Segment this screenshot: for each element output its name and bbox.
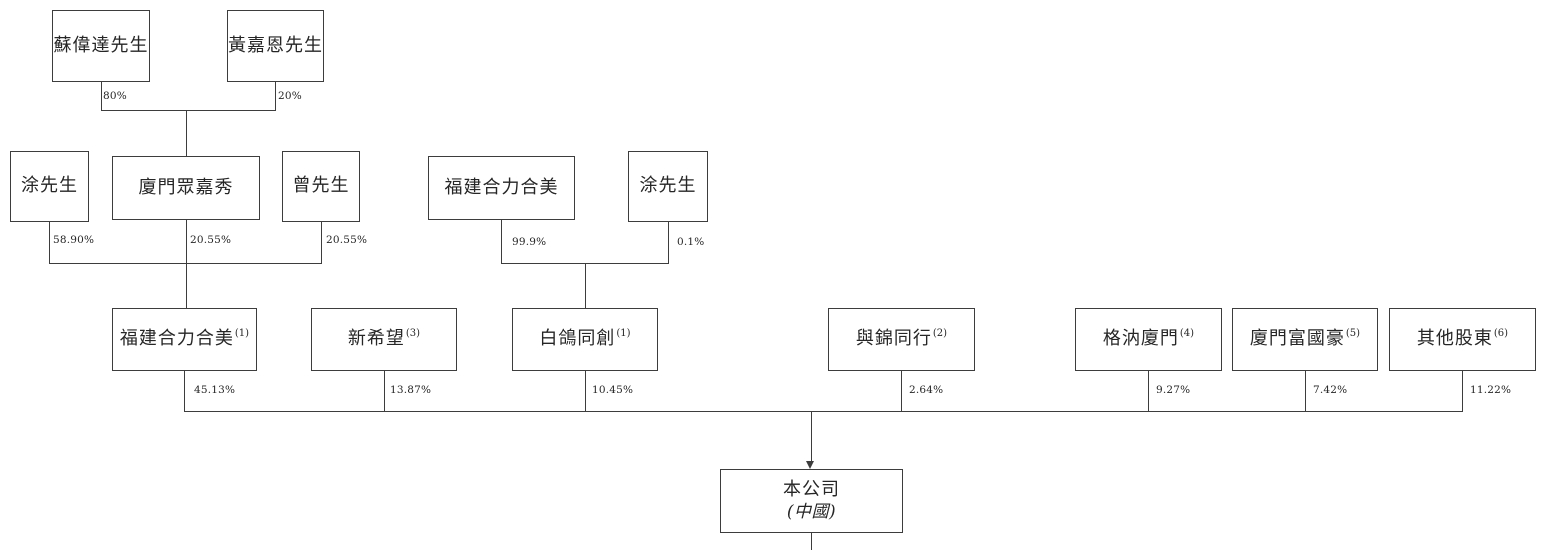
node-label: 本公司 [783, 479, 840, 501]
node-text: 廈門富國豪(5) [1250, 328, 1360, 351]
ownership-percentage: 7.42% [1313, 384, 1348, 396]
ownership-percentage: 11.22% [1470, 384, 1512, 396]
ownership-percentage: 0.1% [677, 236, 705, 248]
node-text: 福建合力合美 [445, 177, 559, 200]
connector-line-vertical [275, 82, 277, 110]
node-label: 涂先生 [21, 175, 78, 197]
node-other-shareholders: 其他股東(6) [1389, 308, 1536, 371]
ownership-percentage: 2.64% [909, 384, 944, 396]
node-text: 蘇偉達先生 [54, 35, 149, 58]
node-text: 與錦同行(2) [856, 328, 947, 351]
connector-line-vertical [1304, 371, 1306, 411]
footnote-superscript: (6) [1493, 328, 1509, 340]
node-yujin-tongxing: 與錦同行(2) [828, 308, 975, 371]
node-text: 其他股東(6) [1417, 328, 1508, 351]
node-huang-jiaen: 黃嘉恩先生 [227, 10, 324, 82]
node-label: 廈門富國豪 [1249, 328, 1345, 350]
footnote-superscript: (1) [234, 328, 250, 340]
connector-line-vertical [1148, 371, 1150, 411]
connector-line-vertical [49, 222, 51, 263]
node-gerui-xiamen: 格汭廈門(4) [1075, 308, 1222, 371]
node-text: 格汭廈門(4) [1103, 328, 1194, 351]
node-sublabel: (中國) [786, 501, 837, 522]
ownership-percentage: 13.87% [390, 384, 432, 396]
connector-line-horizontal [100, 110, 276, 112]
node-label: 蘇偉達先生 [53, 34, 149, 56]
connector-line-vertical [811, 411, 813, 462]
node-text: 黃嘉恩先生 [228, 35, 323, 58]
ownership-percentage: 99.9% [512, 236, 547, 248]
connector-line-horizontal [49, 263, 322, 265]
node-text: 福建合力合美(1) [120, 328, 249, 351]
connector-line-vertical [383, 371, 385, 411]
ownership-percentage: 58.90% [53, 234, 95, 246]
node-text: 新希望(3) [348, 328, 420, 351]
ownership-percentage: 20.55% [190, 234, 232, 246]
node-text: 涂先生 [21, 175, 78, 198]
node-text: 白鴿同創(1) [539, 328, 630, 351]
node-text: 涂先生 [640, 175, 697, 198]
node-text: 本公司(中國) [783, 479, 840, 523]
footnote-superscript: (5) [1345, 328, 1361, 340]
node-xin-xiwang: 新希望(3) [311, 308, 457, 371]
connector-line-vertical [184, 371, 186, 411]
footnote-superscript: (3) [405, 328, 421, 340]
node-label: 曾先生 [292, 175, 350, 197]
node-fujian-helihemei: 福建合力合美(1) [112, 308, 257, 371]
connector-line-vertical [584, 263, 586, 308]
node-the-company: 本公司(中國) [720, 469, 903, 533]
connector-line-vertical [1462, 371, 1464, 411]
node-label: 格汭廈門 [1102, 328, 1179, 350]
ownership-percentage: 20.55% [326, 234, 368, 246]
connector-line-horizontal [184, 411, 1464, 413]
ownership-percentage: 80% [103, 90, 127, 102]
node-label: 其他股東 [1416, 328, 1493, 350]
connector-line-vertical [901, 371, 903, 411]
connector-line-vertical [100, 82, 102, 110]
node-text: 曾先生 [293, 175, 350, 198]
node-fujian-helihemei-parent: 福建合力合美 [428, 156, 575, 220]
ownership-percentage: 20% [278, 90, 302, 102]
node-baige-tongchuang: 白鴿同創(1) [512, 308, 658, 371]
node-text: 廈門眾嘉秀 [139, 177, 234, 200]
ownership-percentage: 9.27% [1156, 384, 1191, 396]
node-tu-1: 涂先生 [10, 151, 89, 222]
connector-line-vertical [320, 222, 322, 263]
footnote-superscript: (1) [616, 328, 631, 340]
node-label: 福建合力合美 [444, 176, 559, 198]
connector-line-vertical [667, 222, 669, 263]
connector-line-vertical [185, 263, 187, 308]
node-su-weida: 蘇偉達先生 [52, 10, 150, 82]
node-label: 廈門眾嘉秀 [138, 176, 234, 198]
node-xiamen-zhongjiaxiu: 廈門眾嘉秀 [112, 156, 260, 220]
connector-line-vertical [811, 533, 813, 550]
node-label: 白鴿同創 [539, 328, 616, 350]
node-label: 福建合力合美 [119, 328, 234, 350]
node-xiamen-fuguohao: 廈門富國豪(5) [1232, 308, 1378, 371]
connector-line-vertical [185, 110, 187, 156]
node-label: 涂先生 [639, 175, 697, 197]
ownership-percentage: 10.45% [592, 384, 634, 396]
node-tu-2: 涂先生 [628, 151, 708, 222]
footnote-superscript: (4) [1179, 328, 1195, 340]
connector-line-vertical [584, 371, 586, 411]
node-label: 新希望 [347, 328, 405, 350]
ownership-percentage: 45.13% [194, 384, 236, 396]
connector-line-vertical [185, 220, 187, 263]
node-zeng: 曾先生 [282, 151, 360, 222]
footnote-superscript: (2) [932, 328, 948, 340]
connector-line-vertical [501, 220, 503, 263]
down-arrowhead-icon [806, 461, 815, 469]
node-label: 與錦同行 [855, 328, 932, 350]
node-label: 黃嘉恩先生 [228, 34, 323, 56]
